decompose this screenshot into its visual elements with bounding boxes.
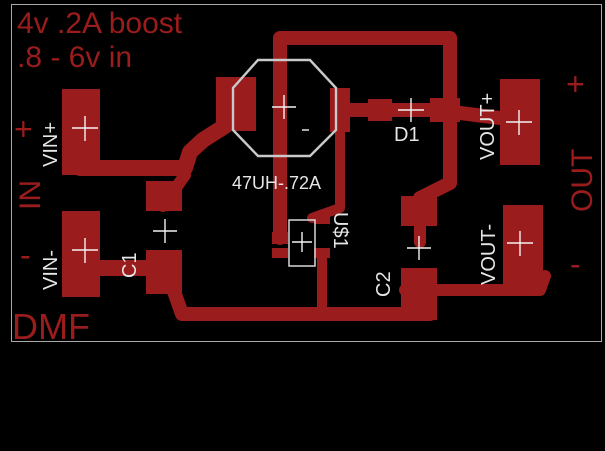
input-plus-mark: + <box>14 111 33 147</box>
c2-plus-pad <box>401 196 437 226</box>
trace-vin-plus <box>72 92 233 176</box>
ic-pad-3 <box>314 214 330 224</box>
vin-minus-pad <box>62 211 100 297</box>
ic-label: U$1 <box>329 212 351 249</box>
c1-minus-pad <box>146 250 182 294</box>
c1-plus-pad <box>146 181 182 211</box>
diode-anode-pad <box>368 99 392 121</box>
title-line-2: .8 - 6v in <box>17 41 132 74</box>
pads <box>62 77 543 320</box>
vout-minus-label: VOUT- <box>478 224 500 285</box>
inductor-right-pad <box>330 88 350 132</box>
vin-plus-pad <box>62 89 100 175</box>
output-label: OUT <box>566 149 599 212</box>
silkscreen <box>231 58 424 267</box>
vin-minus-label: VIN- <box>40 250 62 290</box>
board-label: DMF <box>12 306 90 347</box>
diode-cathode-pad <box>430 98 460 122</box>
cap-in-label: C1 <box>119 252 141 278</box>
ic-outline <box>288 219 316 267</box>
vout-minus-pad <box>503 205 543 291</box>
ic-pad-4 <box>314 248 330 258</box>
trace-output-loop <box>273 31 457 245</box>
c2-minus-pad <box>401 268 437 320</box>
cap-out-label: C2 <box>373 271 395 297</box>
output-plus-mark: + <box>566 66 585 102</box>
trace-switch-node <box>307 115 345 223</box>
board-outline <box>11 4 602 342</box>
ic-pad-1 <box>272 232 288 244</box>
vin-plus-label: VIN+ <box>40 122 62 167</box>
input-minus-mark: - <box>20 237 31 273</box>
inductor-outline <box>231 58 338 158</box>
output-minus-mark: - <box>570 246 581 282</box>
input-label: IN <box>14 180 47 210</box>
ic-pad-2 <box>272 248 288 258</box>
vout-plus-label: VOUT+ <box>477 93 499 160</box>
title-line-1: 4v .2A boost <box>17 7 183 40</box>
inductor-value-label: 47UH-.72A <box>232 173 321 193</box>
diode-label: D1 <box>394 124 420 146</box>
